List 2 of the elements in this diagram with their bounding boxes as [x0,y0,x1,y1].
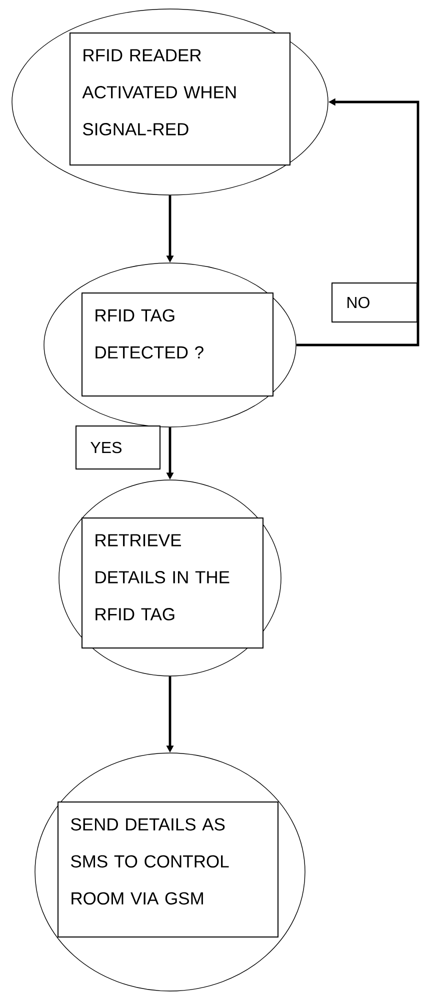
edge-label: YES [76,426,160,470]
edge-label: NO [332,282,418,322]
